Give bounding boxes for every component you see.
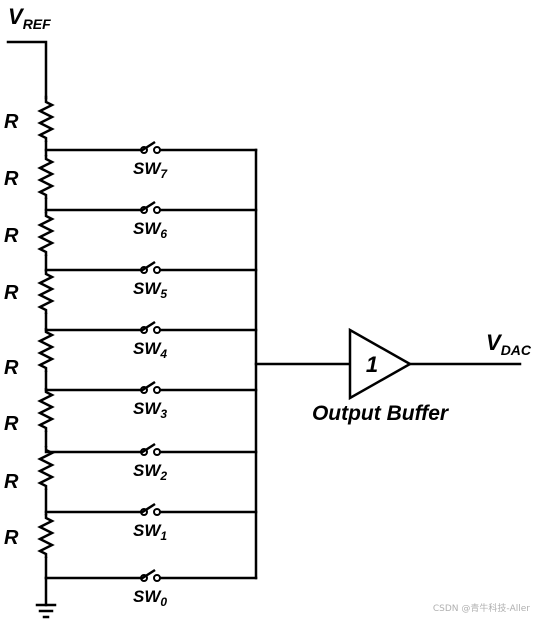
switch-label: SW0: [133, 587, 167, 609]
resistor: R: [4, 98, 55, 142]
resistor: R: [4, 270, 55, 314]
switch-contact: [153, 326, 161, 334]
switch-contact: [153, 386, 161, 394]
vref-wire: [6, 40, 48, 99]
resistor-label: R: [4, 527, 19, 549]
resistor-zigzag: [37, 270, 55, 314]
switch-sw2: SW2: [44, 442, 258, 483]
output-buffer: 1: [348, 327, 413, 401]
switch-blade: [140, 502, 156, 515]
buffer-gain: 1: [366, 352, 378, 377]
switch-sw5: SW5: [44, 260, 258, 301]
switch-label: SW6: [133, 219, 167, 241]
switch-sw3: SW3: [44, 380, 258, 421]
switch-contact: [153, 206, 161, 214]
switch-blade: [140, 140, 156, 153]
switch-sw6: SW6: [44, 200, 258, 241]
resistor: R: [4, 328, 55, 379]
switch-label: SW5: [133, 279, 167, 301]
switch-contact: [153, 508, 161, 516]
switch-blade: [140, 380, 156, 393]
resistor: R: [4, 514, 55, 558]
switch-contact: [153, 146, 161, 154]
switch-contact: [153, 574, 161, 582]
switch-blade: [140, 260, 156, 273]
resistor-label: R: [4, 357, 19, 379]
switch-sw1: SW1: [44, 502, 258, 543]
resistor-zigzag: [37, 328, 55, 372]
resistor-label: R: [4, 282, 19, 304]
vref-label: VREF: [8, 4, 51, 32]
switch-sw7: SW7: [44, 140, 258, 181]
resistor-label: R: [4, 225, 19, 247]
switch-contact: [153, 448, 161, 456]
switch-blade: [140, 200, 156, 213]
resistor-zigzag: [37, 212, 55, 256]
resistor-zigzag: [37, 514, 55, 558]
switch-contact: [153, 266, 161, 274]
resistor-label: R: [4, 168, 19, 190]
resistor-zigzag: [37, 388, 55, 432]
switch-label: SW1: [133, 521, 167, 543]
switch-blade: [140, 442, 156, 455]
resistor-label: R: [4, 111, 19, 133]
resistor-label: R: [4, 413, 19, 435]
vdac-label: VDAC: [486, 330, 532, 358]
switch-label: SW2: [133, 461, 167, 483]
switch-label: SW7: [133, 159, 168, 181]
buffer-label: Output Buffer: [312, 402, 450, 425]
wiring: [6, 40, 522, 607]
resistor: R: [4, 155, 55, 199]
resistor-zigzag: [37, 98, 55, 142]
resistor-zigzag: [37, 155, 55, 199]
switch-blade: [140, 568, 156, 581]
switch-sw4: SW4: [44, 320, 258, 361]
switch-label: SW4: [133, 339, 167, 361]
resistor: R: [4, 212, 55, 256]
ground-symbol: [35, 603, 57, 619]
buffer-triangle: [348, 327, 413, 401]
switch-sw0: SW0: [44, 568, 258, 609]
resistor-label: R: [4, 471, 19, 493]
resistor: R: [4, 388, 55, 435]
switch-blade: [140, 320, 156, 333]
watermark: CSDN @青牛科技-Aller: [433, 602, 530, 614]
switch-label: SW3: [133, 399, 167, 421]
